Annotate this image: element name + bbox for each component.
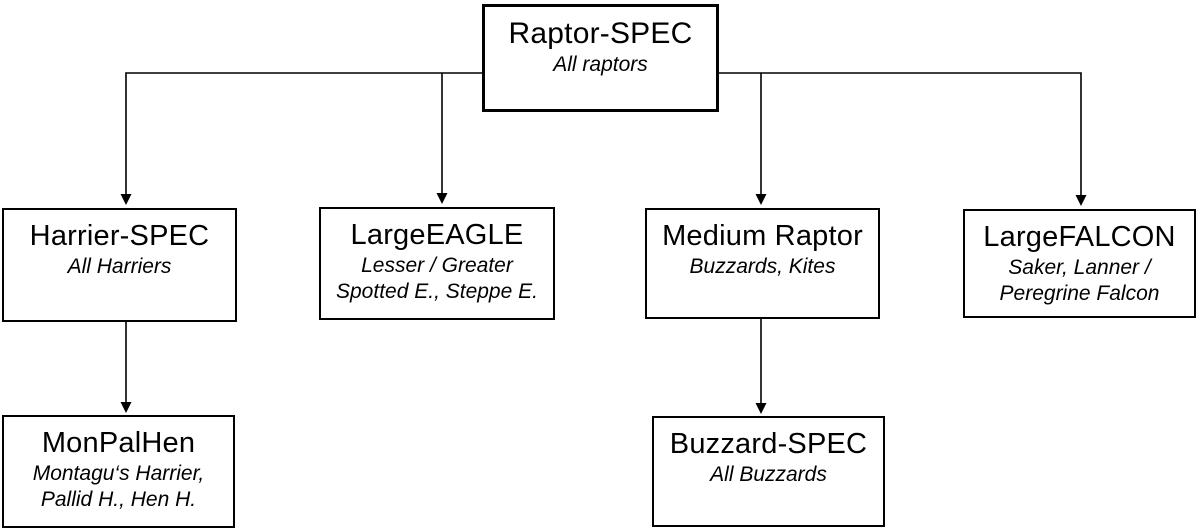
node-mon-pal-hen: MonPalHen Montagu‘s Harrier, Pallid H., … [2,415,235,528]
node-subtitle: Buzzards, Kites [689,255,836,278]
node-subtitle: All Buzzards [710,463,827,486]
node-subtitle: All Harriers [67,255,172,278]
node-subtitle: Lesser / Greater Spotted E., Steppe E. [336,254,538,303]
node-title: LargeEAGLE [350,219,524,251]
node-raptor-spec: Raptor-SPEC All raptors [482,4,719,112]
arrow-down-icon [755,194,767,205]
connector-raptor-to-medium [719,72,1082,197]
node-title: LargeFALCON [983,221,1176,253]
node-buzzard-spec: Buzzard-SPEC All Buzzards [652,416,885,527]
node-title: Raptor-SPEC [508,17,693,50]
node-title: MonPalHen [41,427,196,459]
arrow-down-icon [755,403,767,414]
node-large-falcon: LargeFALCON Saker, Lanner / Peregrine Fa… [963,209,1196,318]
node-large-eagle: LargeEAGLE Lesser / Greater Spotted E., … [319,207,555,320]
arrow-down-icon [436,193,448,204]
node-title: Buzzard-SPEC [669,428,868,460]
node-title: Medium Raptor [662,220,863,252]
connector-raptor-to-harrier [125,72,482,196]
node-subtitle: Montagu‘s Harrier, Pallid H., Hen H. [32,462,205,511]
arrow-down-icon [1075,195,1087,206]
arrow-down-icon [120,402,132,413]
node-subtitle: All raptors [553,53,648,76]
node-harrier-spec: Harrier-SPEC All Harriers [2,208,237,322]
node-subtitle: Saker, Lanner / Peregrine Falcon [999,256,1160,305]
node-medium-raptor: Medium Raptor Buzzards, Kites [645,208,880,319]
arrow-down-icon [120,194,132,205]
node-title: Harrier-SPEC [29,220,210,252]
